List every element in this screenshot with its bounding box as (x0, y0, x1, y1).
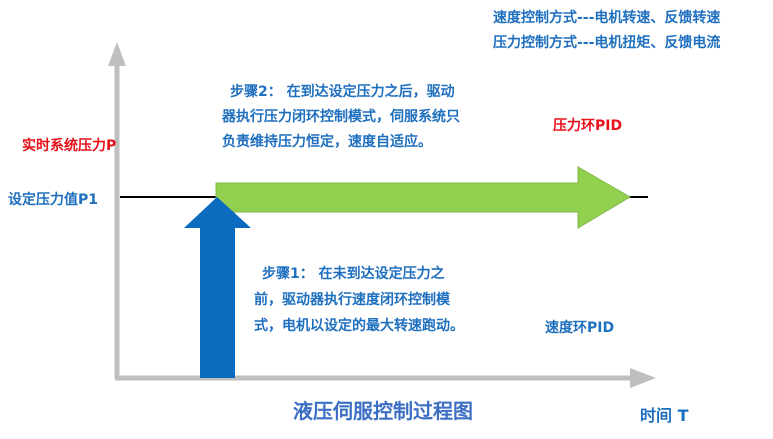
pressure-control-mode-note: 压力控制方式---电机扭矩、反馈电流 (493, 35, 721, 51)
setpoint-label: 设定压力值P1 (8, 192, 99, 208)
step2-line-2: 器执行压力闭环控制模式，伺服系统只 (222, 109, 460, 125)
x-axis-label: 时间 T (640, 406, 689, 425)
speed-loop-label: 速度环PID (545, 320, 615, 336)
step2-line-1: 步骤2： 在到达设定压力之后，驱动 (230, 84, 455, 100)
y-axis-label: 实时系统压力P (22, 138, 117, 154)
diagram-title: 液压伺服控制过程图 (293, 399, 473, 423)
step1-line-2: 前，驱动器执行速度闭环控制模 (254, 292, 450, 308)
step1-line-1: 步骤1： 在未到达设定压力之 (262, 266, 445, 282)
step1-line-3: 式，电机以设定的最大转速跑动。 (254, 318, 464, 334)
pressure-phase-arrow (215, 166, 631, 229)
x-axis-arrowhead (630, 368, 656, 388)
y-axis-arrowhead (108, 42, 126, 66)
speed-control-mode-note: 速度控制方式---电机转速、反馈转速 (493, 10, 721, 26)
pressure-loop-label: 压力环PID (553, 118, 623, 134)
speed-phase-arrow (184, 197, 251, 378)
step2-line-3: 负责维持压力恒定，速度自适应。 (222, 134, 432, 150)
